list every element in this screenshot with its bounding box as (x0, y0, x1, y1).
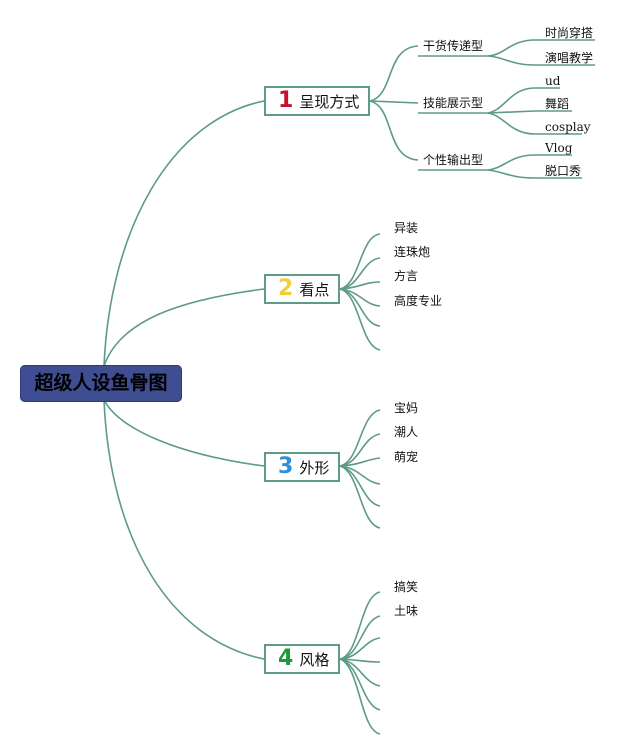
branch-number-4: 4 (278, 646, 294, 671)
branch-number-2: 2 (278, 276, 294, 301)
leaf-3-1: 宝妈 (394, 401, 419, 415)
leaf-1-3-1: Vlog (545, 141, 573, 155)
branch-node-4: 4 风格 (264, 644, 340, 674)
leaf-2-4: 高度专业 (394, 294, 443, 308)
branch-number-3: 3 (278, 454, 294, 479)
root-title: 超级人设鱼骨图 (34, 372, 168, 394)
leaf-1-1-1: 时尚穿搭 (545, 26, 594, 40)
leaf-1-2-1: ud (545, 74, 561, 88)
branch-label-4: 风格 (299, 650, 330, 669)
leaf-1-3-2: 脱口秀 (545, 164, 582, 178)
connector-lines (103, 39, 595, 735)
root-to-branch-3 (103, 399, 265, 467)
branch-node-3: 3 外形 (264, 452, 340, 482)
leaf-2-2: 连珠炮 (394, 245, 431, 259)
branch-label-1: 呈现方式 (299, 92, 360, 111)
branch-node-2: 2 看点 (264, 274, 340, 304)
leaf-1-1-2: 演唱教学 (545, 51, 594, 65)
subnode-1-3: 个性输出型 (423, 153, 484, 167)
branch-node-1: 1 呈现方式 (264, 86, 370, 116)
branch-number-1: 1 (278, 88, 294, 113)
leaf-1-2-3: cosplay (545, 120, 591, 134)
root-to-branch-2 (103, 288, 265, 367)
root-to-branch-1 (103, 100, 265, 367)
leaf-4-1: 搞笑 (394, 580, 419, 594)
subnode-1-2: 技能展示型 (423, 96, 484, 110)
leaf-2-3: 方言 (394, 269, 419, 283)
root-to-branch-4 (103, 399, 265, 660)
leaf-2-1: 异装 (394, 221, 419, 235)
leaf-1-2-2: 舞蹈 (545, 97, 570, 111)
leaf-4-2: 土味 (394, 604, 419, 618)
root-node: 超级人设鱼骨图 (20, 365, 182, 402)
subnode-1-1: 干货传递型 (423, 39, 484, 53)
branch-label-3: 外形 (299, 458, 330, 477)
leaf-3-3: 萌宠 (394, 450, 419, 464)
leaf-3-2: 潮人 (394, 425, 419, 439)
branch-label-2: 看点 (299, 280, 330, 299)
